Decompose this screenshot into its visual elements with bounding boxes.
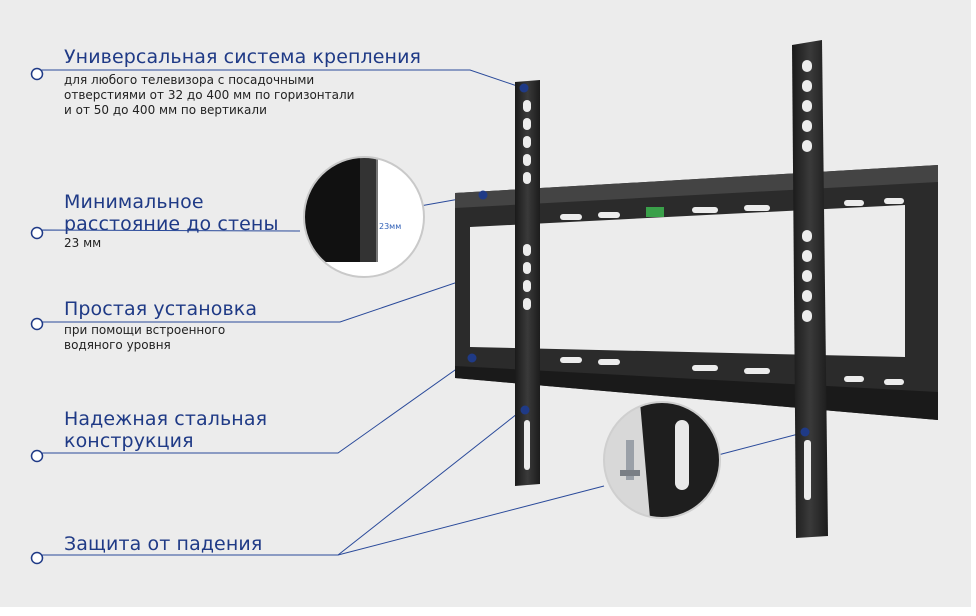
feature-title-steel: Надежная стальная конструкция: [64, 408, 268, 452]
feature-title-fall-protection: Защита от падения: [64, 533, 263, 555]
feature-desc-universal: для любого телевизора с посадочными отве…: [64, 73, 355, 117]
feature-desc-wall-distance: 23 мм: [64, 236, 102, 250]
right-arm: [792, 40, 828, 538]
bubble-level: [646, 207, 664, 217]
feature-title-installation: Простая установка: [64, 298, 258, 320]
feature-desc-installation: при помощи встроенного водяного уровня: [64, 323, 226, 352]
marker-dots: [467, 83, 810, 437]
bullet-circles: [30, 67, 44, 565]
feature-title-wall-distance: Минимальное расстояние до стены: [64, 191, 279, 235]
zoom-wall-distance: [303, 156, 425, 278]
zoom-fall-protection: [603, 401, 721, 519]
left-arm: [515, 80, 540, 486]
feature-title-universal: Универсальная система крепления: [64, 46, 422, 68]
callout-23mm: 23мм: [379, 222, 402, 231]
